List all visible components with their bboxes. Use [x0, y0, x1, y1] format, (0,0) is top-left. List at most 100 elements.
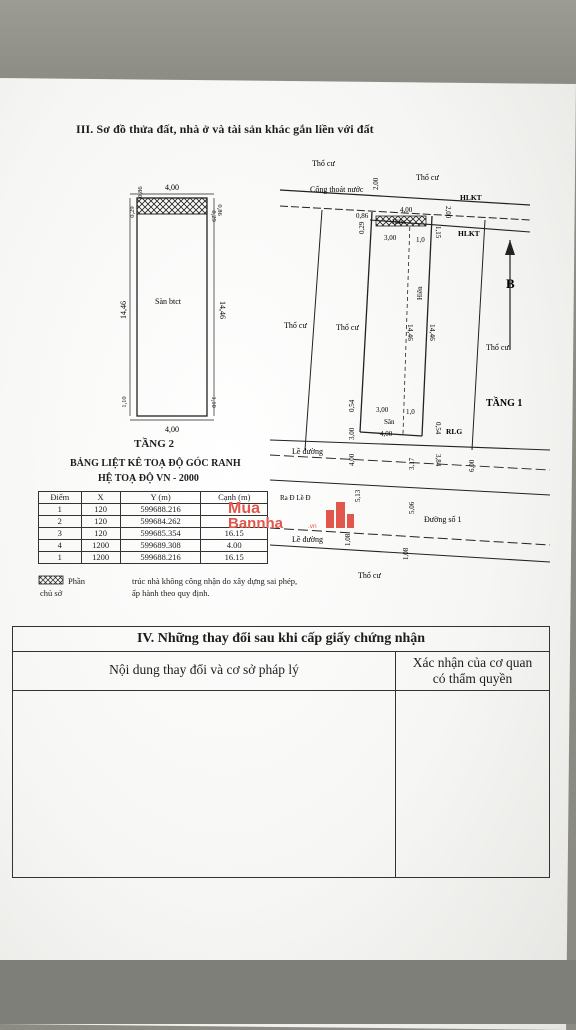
legend-note-2b: ấp hành theo quy định. [132, 588, 210, 598]
floor-1-caption: TẦNG 1 [486, 396, 522, 409]
tho-cu-right: Thổ cư [486, 343, 509, 352]
watermark-line-2: Bannha [228, 515, 284, 532]
dim-label: 1,08 [402, 547, 410, 560]
muabannha-watermark: Mua Bannha .vn [228, 498, 358, 532]
building-logo-icon [326, 502, 354, 528]
f2-dim-top: 4,00 [165, 183, 179, 192]
section-4-table: IV. Những thay đổi sau khi cấp giấy chứn… [12, 626, 550, 878]
cell-point: 3 [38, 527, 82, 540]
road-setback-label: Ra Đ Lề Đ [280, 494, 311, 502]
cell-y: 599688.216 [119, 551, 202, 564]
cell-point: 1 [38, 551, 82, 564]
f2-dim-tr-a: 0,29 [210, 210, 217, 221]
dim-label: 1,08 [344, 533, 352, 546]
col-x: X [80, 491, 121, 504]
floor-2-caption: TẦNG 2 [134, 438, 175, 450]
cell-edge: 16.15 [200, 551, 268, 564]
dim-label: 1,0 [416, 236, 425, 244]
sidewalk-label-2: Lề đường [292, 535, 323, 544]
section-3-title: III. Sơ đồ thửa đất, nhà ở và tài sản kh… [76, 122, 374, 136]
changes-column-body [13, 691, 396, 877]
dim-label: 3,17 [408, 457, 416, 470]
cell-point: 2 [38, 515, 82, 528]
dim-label: 2,00 [372, 177, 380, 190]
watermark-line-1: Mua [228, 500, 260, 517]
col-y: Y (m) [119, 491, 202, 504]
rlg-label: RLG [446, 427, 462, 436]
cell-edge: 4.00 [200, 539, 268, 552]
changes-column-header: Nội dung thay đổi và cơ sở pháp lý [13, 652, 396, 691]
hlkt-top: HLKT [460, 193, 482, 202]
drain-label: Cống thoát nước [310, 185, 364, 194]
confirmation-title-line-1: Xác nhận của cơ quan [412, 655, 533, 670]
floor-2-plan: 4,00 4,00 14,46 14,46 0,29 0,86 0,29 0,8… [119, 183, 227, 434]
legend-note-1b: trúc nhà không công nhận do xây dựng sai… [132, 576, 298, 586]
dim-label: 1,15 [434, 226, 442, 239]
section-4-title: IV. Những thay đổi sau khi cấp giấy chứn… [136, 631, 426, 646]
dim-label: 3,00 [376, 406, 389, 414]
hlkt-mid: HLKT [458, 229, 480, 238]
f2-dim-tr-b: 0,86 [216, 204, 223, 216]
coord-table: Điểm X Y (m) Cạnh (m) 1 120 599688.216 2… [38, 491, 268, 564]
dim-label: 5,06 [408, 501, 416, 514]
table-surface-bottom [0, 960, 576, 1024]
dim-label: 6,00 [468, 459, 476, 472]
dim-label: 2,00 [444, 206, 452, 219]
dim-label: 1,0 [406, 408, 415, 416]
dim-label: 4,00 [348, 453, 356, 466]
cell-x: 1200 [80, 539, 121, 552]
tho-cu-bottom: Thổ cư [358, 571, 381, 580]
section-4-header: IV. Những thay đổi sau khi cấp giấy chứn… [13, 627, 549, 652]
sidewalk-label-1: Lề đường [292, 447, 323, 456]
dim-label: 14,46 [406, 324, 415, 341]
changes-column-title: Nội dung thay đổi và cơ sở pháp lý [109, 662, 299, 677]
cell-x: 120 [80, 515, 121, 528]
cell-y: 599689.308 [119, 539, 202, 552]
f2-room-label: Sàn btct [155, 297, 182, 306]
porch-label-vertical: Hiên [416, 286, 424, 300]
dim-label: 5,13 [354, 489, 362, 502]
f2-dim-left: 14,46 [119, 301, 128, 319]
site-plan: Thổ cư Thổ cư Cống thoát nước HLKT HLKT … [269, 159, 551, 580]
cell-y: 599685.354 [119, 527, 202, 540]
dim-label: 0,29 [358, 221, 366, 234]
cell-x: 1200 [80, 551, 121, 564]
dim-label: 0,86 [356, 212, 369, 220]
cell-y: 599688.216 [119, 503, 202, 516]
watermark-suffix: .vn [308, 523, 317, 530]
unlicensed-hatch-area [136, 197, 208, 215]
confirmation-title-line-2: có thẩm quyền [432, 671, 513, 686]
tho-cu-top-2: Thổ cư [416, 173, 439, 182]
tho-cu-top-1: Thổ cư [312, 159, 335, 168]
dim-label: 4,00 [400, 206, 413, 214]
floor-2-outline [136, 197, 208, 417]
dim-label: 3,00 [384, 234, 397, 242]
dim-label: 0,54 [434, 422, 442, 435]
dim-label: 3,84 [434, 454, 442, 467]
col-point: Điểm [38, 491, 82, 504]
tho-cu-left: Thổ cư [284, 321, 307, 330]
north-marker: B [506, 276, 515, 291]
legend-hatch-swatch [38, 575, 64, 585]
confirmation-column-header: Xác nhận của cơ quan có thẩm quyền [396, 652, 549, 691]
road-label: Đường số 1 [424, 515, 461, 524]
dim-label: 0,54 [348, 399, 356, 412]
dim-label: 3,00 [348, 427, 356, 440]
f2-dim-bl: 1,10 [121, 396, 128, 407]
cell-y: 599684.262 [119, 515, 202, 528]
f2-dim-br: 1,10 [210, 396, 217, 407]
cell-x: 120 [80, 527, 121, 540]
table-row: 4 1200 599689.308 4.00 [38, 539, 268, 552]
cell-point: 4 [38, 539, 82, 552]
f2-dim-tl-a: 0,29 [129, 206, 136, 217]
dim-label: 4,00 [380, 430, 393, 438]
cell-point: 1 [38, 503, 82, 516]
f2-dim-right: 14,46 [218, 301, 227, 319]
legend-note-2a: chủ sở [40, 588, 63, 598]
legend-note-1a: Phần [68, 576, 85, 586]
f2-dim-bottom: 4,00 [165, 425, 179, 434]
coord-table-title: BẢNG LIỆT KÊ TOẠ ĐỘ GÓC RANH [70, 458, 241, 469]
dim-label: 14,46 [428, 324, 437, 341]
f2-dim-tl-b: 0,86 [137, 186, 144, 198]
tho-cu-mid: Thổ cư [336, 323, 359, 332]
